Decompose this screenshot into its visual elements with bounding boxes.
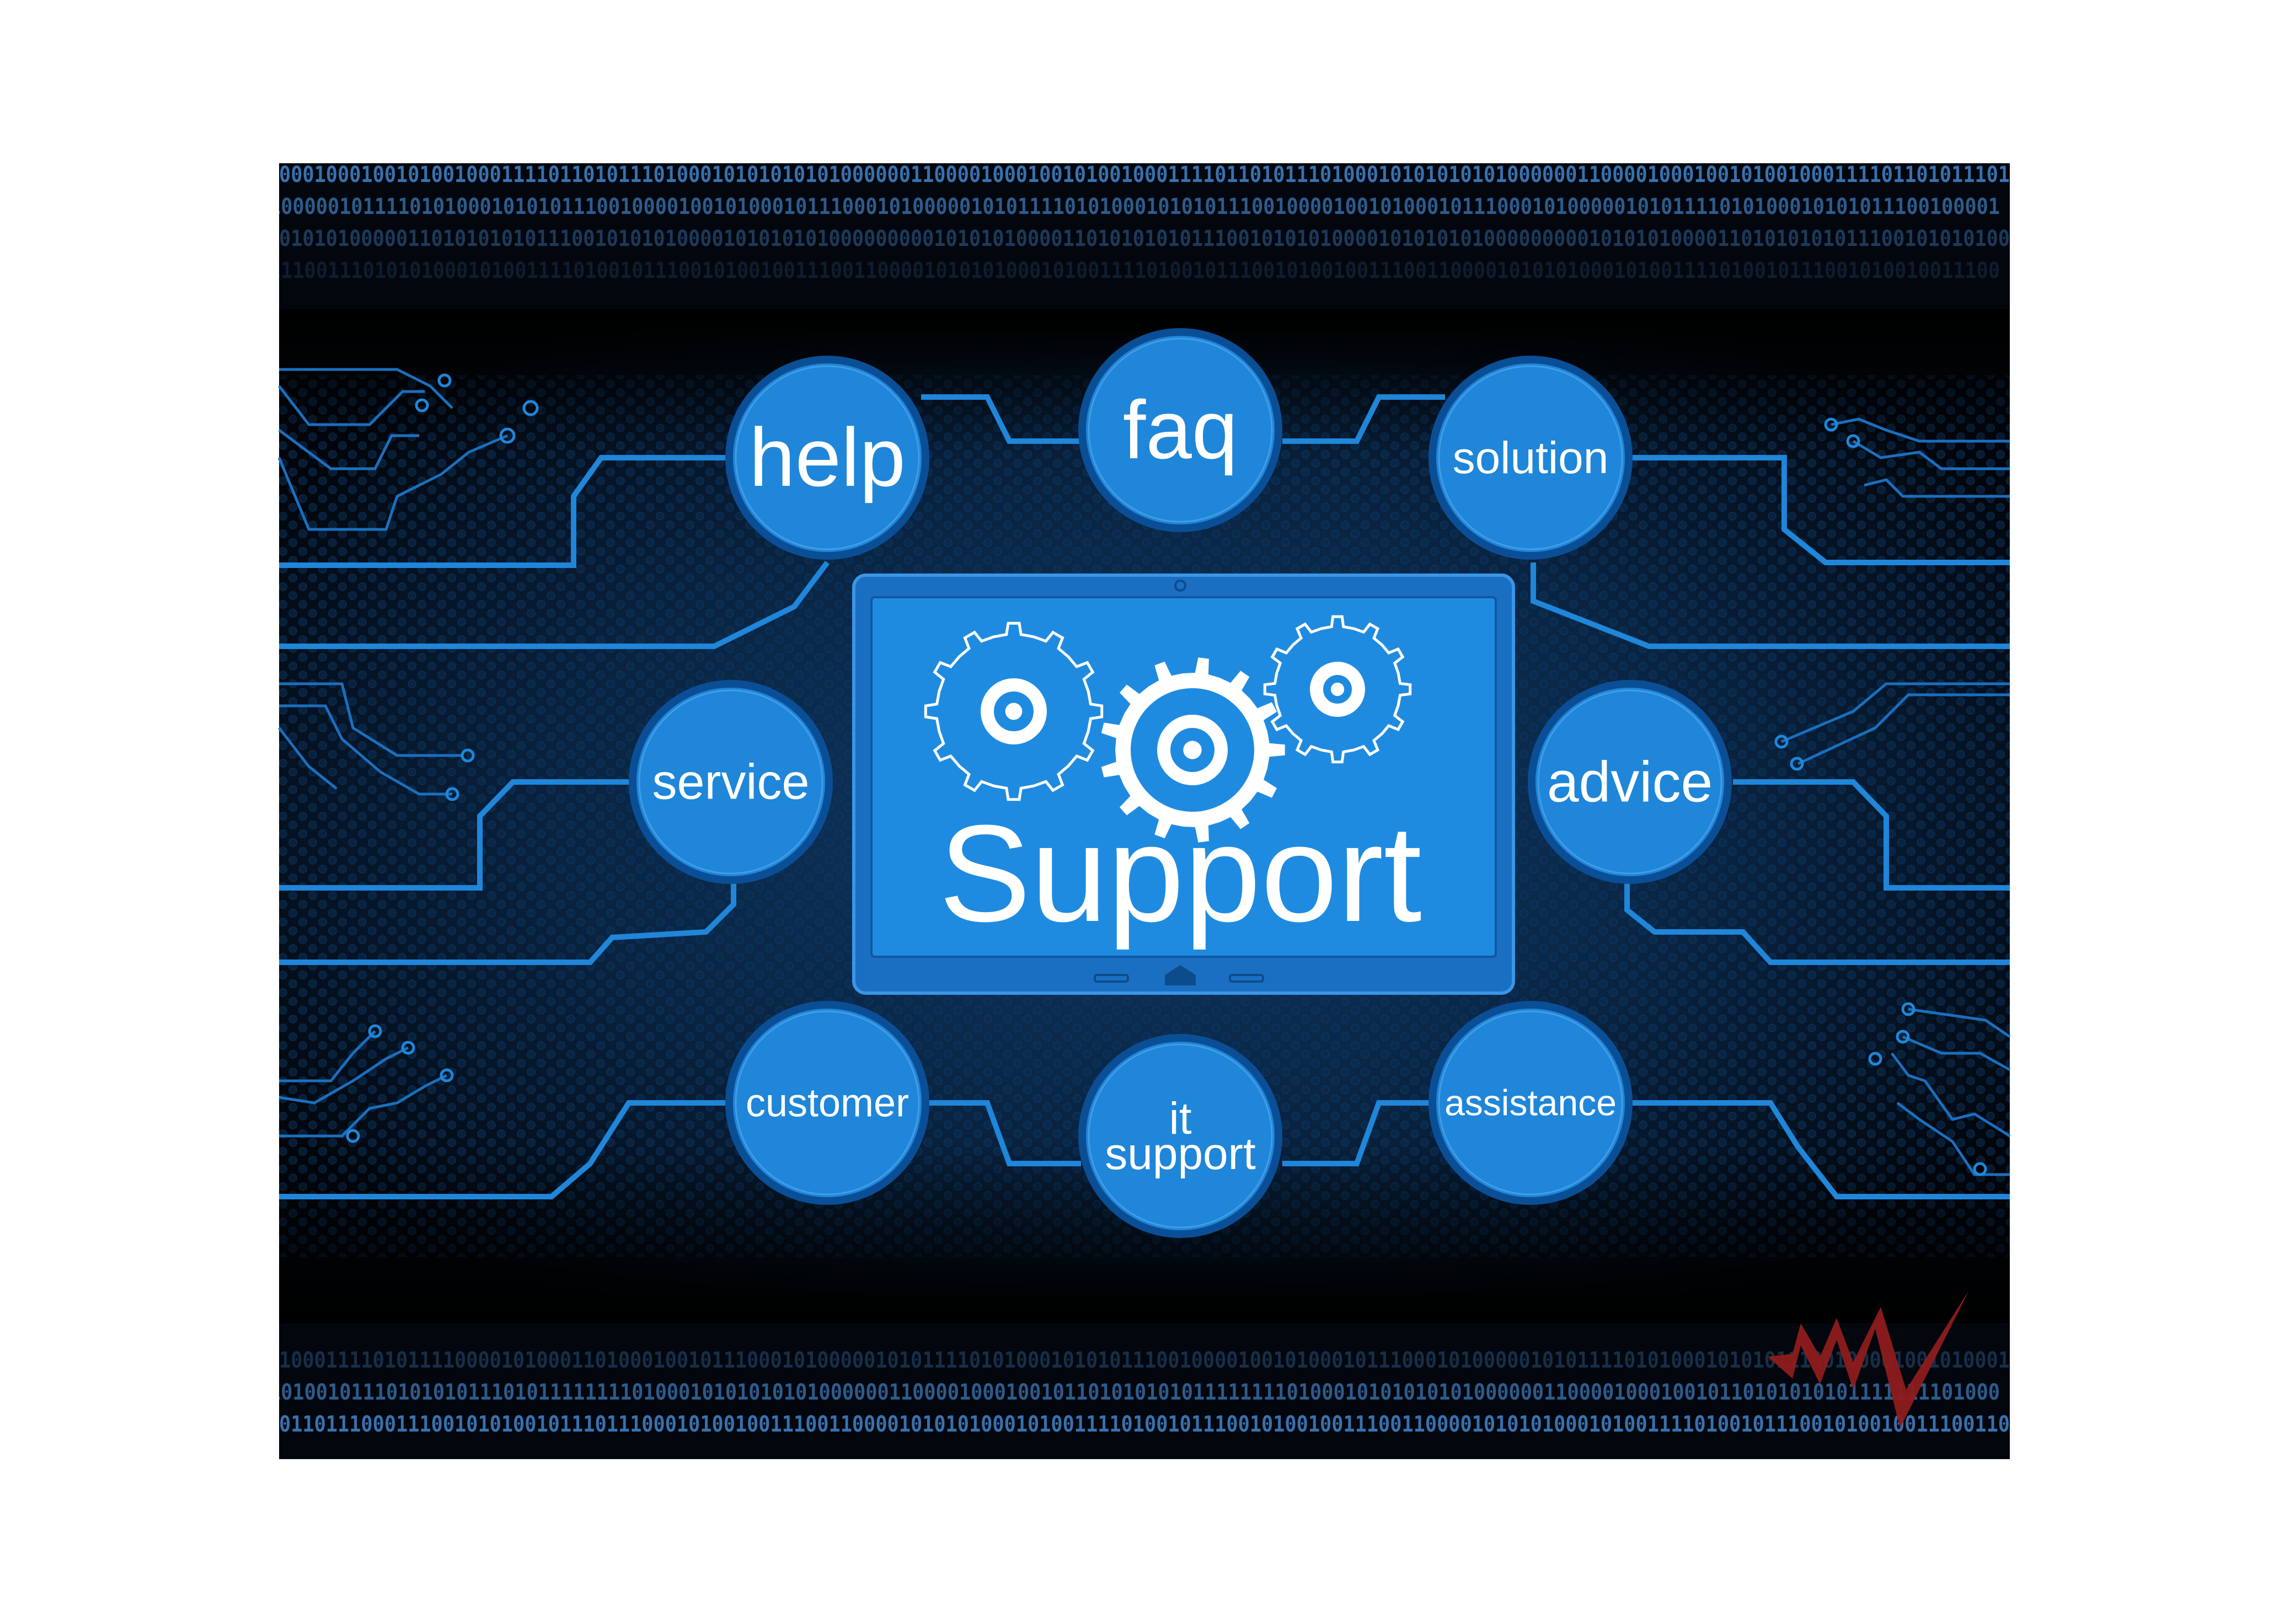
home-icon (1165, 965, 1196, 985)
node-customer: customer (725, 1001, 929, 1205)
node-circle (1428, 1001, 1633, 1205)
node-ring (1088, 337, 1273, 523)
binary-code-bottom: 1000111101011110000101000110100010010111… (269, 1348, 2010, 1437)
binary-row: 1010010111010101011101011111111010001010… (269, 1380, 2000, 1405)
node-label-it-support: it (1169, 1094, 1192, 1144)
node-circle (1428, 356, 1633, 560)
binary-code-top: 0001000100101001000111101101011101000101… (269, 162, 2010, 283)
node-ring (1438, 365, 1623, 550)
node-circle (1078, 1034, 1282, 1238)
node-circle (725, 1001, 929, 1205)
node-ring (1088, 1043, 1273, 1229)
node-ring (1537, 689, 1722, 875)
camera-dot-icon (1174, 580, 1186, 592)
topic-nodes: help faq solution service advice customer itsu… (629, 328, 1732, 1238)
node-service: service (629, 680, 833, 884)
tablet-screen: Support (852, 574, 1515, 995)
binary-row: 1000111101011110000101000110100010010111… (279, 1348, 2010, 1373)
back-button-icon (1094, 974, 1129, 983)
node-help: help (725, 356, 929, 560)
node-label-help: help (749, 411, 906, 503)
circuit-terminal-dots (346, 373, 1987, 1176)
node-ring (1438, 1010, 1623, 1196)
circuit-cluster-decor (277, 368, 2011, 1176)
gear-icon (1101, 657, 1285, 843)
node-circle (1078, 328, 1282, 532)
binary-row: 0001000100101001000111101101011101000101… (279, 162, 2010, 187)
node-label-solution: solution (1453, 433, 1609, 483)
node-ring (735, 1010, 920, 1196)
node-advice: advice (1528, 680, 1732, 884)
binary-row: 1000001011110101000101010111001000010010… (269, 194, 2000, 219)
node-circle (1528, 680, 1732, 884)
node-label-advice: advice (1547, 750, 1713, 814)
node-ring (638, 689, 823, 875)
node-ring (735, 365, 920, 550)
circuit-traces (279, 394, 2010, 1199)
binary-row: 1110011101010100010100111101001011100101… (269, 258, 2000, 283)
gears-group (924, 615, 1412, 843)
node-assistance: assistance (1428, 1001, 1633, 1205)
node-circle (725, 356, 929, 560)
gear-icon (924, 621, 1104, 801)
binary-row: 0101010000011010101010111001010101000010… (279, 226, 2010, 251)
node-label-assistance: assistance (1444, 1082, 1617, 1123)
node-label-customer: customer (746, 1081, 909, 1125)
node-solution: solution (1428, 356, 1633, 560)
menu-button-icon (1229, 974, 1264, 983)
watermark-logo (1768, 1290, 1969, 1428)
support-title: Support (939, 796, 1422, 950)
node-faq: faq (1078, 328, 1282, 532)
binary-row: 0110111000111001010100101110111000101001… (279, 1412, 2010, 1437)
node-label-faq: faq (1123, 383, 1238, 476)
node-circle (629, 680, 833, 884)
node-label-it-support: support (1105, 1129, 1256, 1179)
node-label-service: service (652, 755, 809, 810)
gear-icon (1263, 615, 1412, 764)
